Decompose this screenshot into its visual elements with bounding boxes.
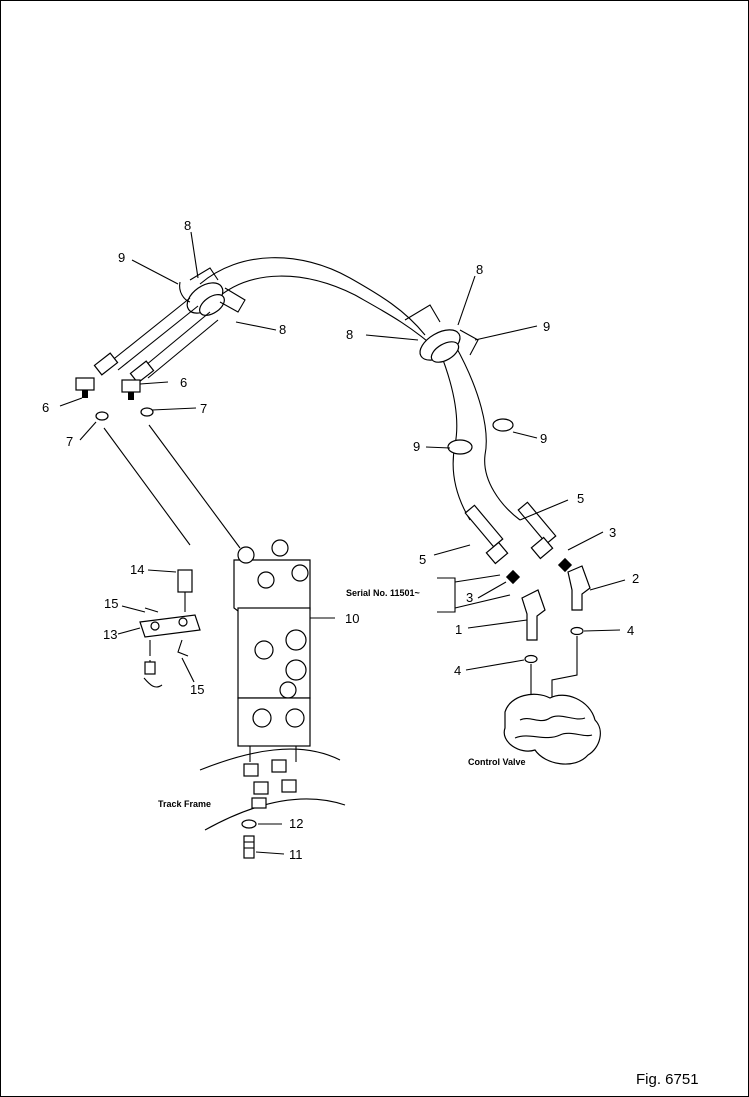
small-clamps <box>447 418 514 455</box>
callout-13: 13 <box>103 627 117 642</box>
callout-5: 5 <box>419 552 426 567</box>
serial-number-caption: Serial No. 11501~ <box>346 588 420 598</box>
callout-15: 15 <box>104 596 118 611</box>
control-valve-caption: Control Valve <box>468 757 526 767</box>
leader-lines-left <box>103 424 241 549</box>
callout-3: 3 <box>609 525 616 540</box>
callout-6: 6 <box>180 375 187 390</box>
hose-lines <box>199 257 521 521</box>
bracket-assembly <box>139 569 201 688</box>
callout-8: 8 <box>346 327 353 342</box>
callout-9: 9 <box>540 431 547 446</box>
serial-bracket <box>437 574 511 613</box>
callout-7: 7 <box>66 434 73 449</box>
callout-9: 9 <box>413 439 420 454</box>
callout-4: 4 <box>454 663 461 678</box>
callout-8: 8 <box>184 218 191 233</box>
left-hose-clamp <box>179 267 246 316</box>
right-hose-clamp <box>404 304 479 363</box>
control-valve <box>503 693 601 765</box>
callout-7: 7 <box>200 401 207 416</box>
figure-number: Fig. 6751 <box>636 1071 699 1088</box>
callout-3: 3 <box>466 590 473 605</box>
callout-11: 11 <box>289 847 303 862</box>
track-frame <box>199 748 346 859</box>
captions: Serial No. 11501~ Control Valve Track Fr… <box>158 588 526 809</box>
callout-6: 6 <box>42 400 49 415</box>
callout-4: 4 <box>627 623 634 638</box>
callout-2: 2 <box>632 571 639 586</box>
callout-12: 12 <box>289 816 303 831</box>
callout-15: 15 <box>190 682 204 697</box>
callout-9: 9 <box>118 250 125 265</box>
callout-1: 1 <box>455 622 462 637</box>
callout-14: 14 <box>130 562 144 577</box>
left-hose-ends <box>75 297 219 421</box>
callout-leaders <box>59 231 626 855</box>
right-hose-fittings <box>464 501 591 700</box>
callout-8: 8 <box>279 322 286 337</box>
callout-8: 8 <box>476 262 483 277</box>
callout-9: 9 <box>543 319 550 334</box>
swivel-joint <box>233 539 311 762</box>
callout-10: 10 <box>345 611 359 626</box>
callouts: 8 9 8 6 6 7 7 8 8 9 9 9 5 5 3 3 2 1 4 4 … <box>42 218 639 862</box>
callout-5: 5 <box>577 491 584 506</box>
track-frame-caption: Track Frame <box>158 799 211 809</box>
